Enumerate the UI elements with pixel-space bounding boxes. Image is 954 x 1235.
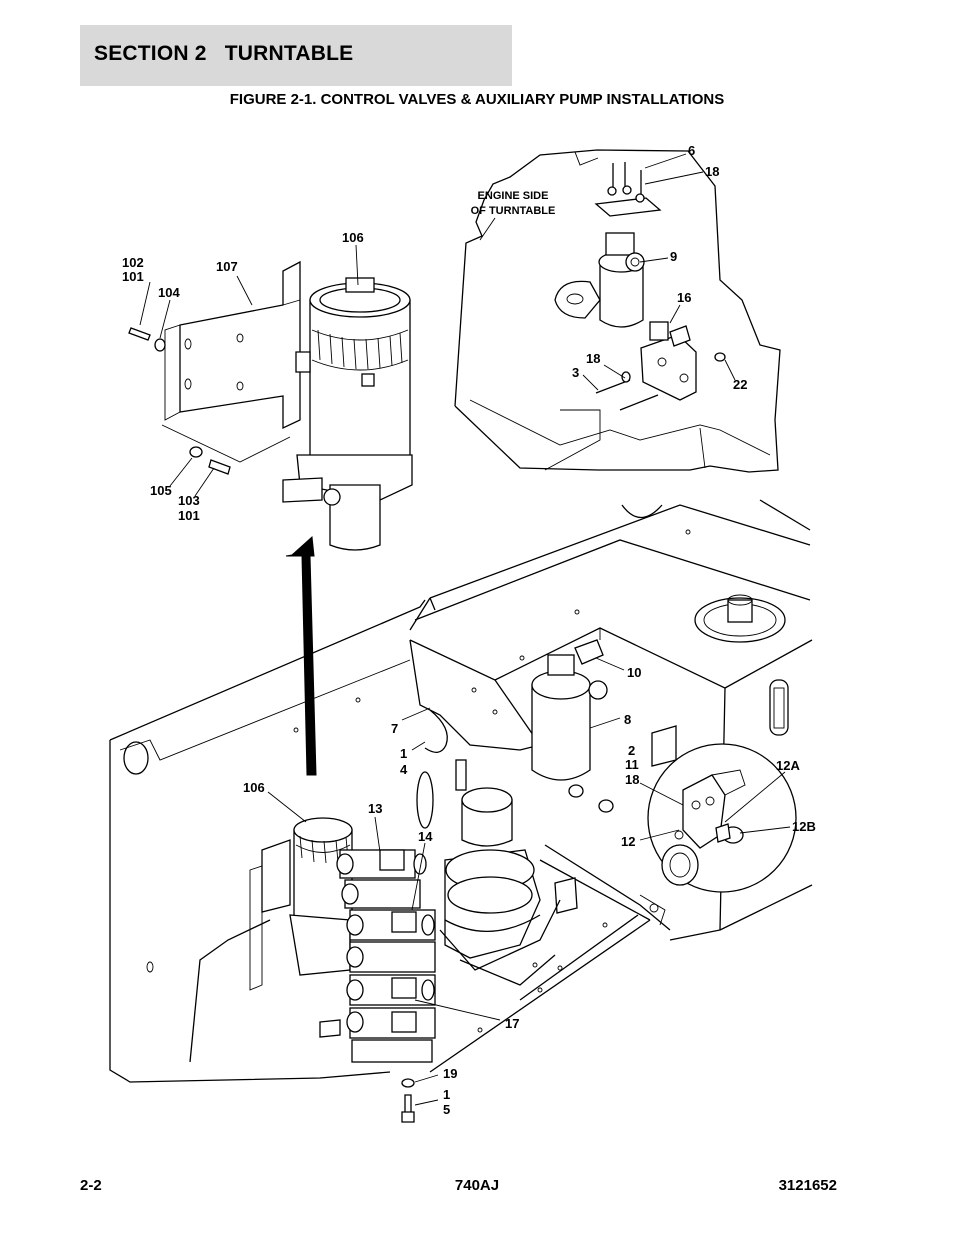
callout-22: 22 <box>733 377 747 392</box>
main-leaders <box>267 657 791 1106</box>
callout-18: 18 <box>705 164 719 179</box>
callout-10: 10 <box>627 665 641 680</box>
callout-6: 6 <box>688 143 695 158</box>
footer-model: 740AJ <box>454 1177 500 1194</box>
callout-4: 4 <box>400 762 408 777</box>
callout-101: 101 <box>122 269 144 284</box>
callout-101: 101 <box>178 508 200 523</box>
callout-2: 2 <box>628 743 635 758</box>
callout-5: 5 <box>443 1102 450 1117</box>
section-header-bar: SECTION 2 TURNTABLE <box>80 25 512 86</box>
turntable-main-view <box>109 499 813 1123</box>
callout-107: 107 <box>216 259 238 274</box>
callout-102: 102 <box>122 255 144 270</box>
callout-106: 106 <box>342 230 364 245</box>
callout-9: 9 <box>670 249 677 264</box>
callout-19: 19 <box>443 1066 457 1081</box>
callout-18: 18 <box>625 772 639 787</box>
callout-1: 1 <box>400 746 407 761</box>
footer-page-number: 2-2 <box>80 1177 102 1194</box>
engine-side-inset <box>454 149 781 473</box>
callout-103: 103 <box>178 493 200 508</box>
callout-17: 17 <box>505 1016 519 1031</box>
callout-18: 18 <box>586 351 600 366</box>
callout-14: 14 <box>418 829 433 844</box>
engine-side-note-line1: ENGINE SIDE <box>478 190 549 202</box>
callout-11: 11 <box>625 757 639 772</box>
assembly-arrow <box>285 535 317 776</box>
inset-leaders <box>479 153 736 391</box>
auxiliary-pump-assembly <box>128 260 413 551</box>
section-title: SECTION 2 TURNTABLE <box>94 42 354 65</box>
callout-12a: 12A <box>776 758 800 773</box>
callout-12: 12 <box>621 834 635 849</box>
callout-7: 7 <box>391 721 398 736</box>
callout-106: 106 <box>243 780 265 795</box>
pump-leaders <box>139 244 359 497</box>
callout-16: 16 <box>677 290 691 305</box>
figure-title: FIGURE 2-1. CONTROL VALVES & AUXILIARY P… <box>229 91 725 108</box>
footer-doc-number: 3121652 <box>778 1177 837 1194</box>
callout-1: 1 <box>443 1087 450 1102</box>
callout-3: 3 <box>572 365 579 380</box>
engine-side-note-line2: OF TURNTABLE <box>471 205 556 217</box>
callout-105: 105 <box>150 483 172 498</box>
callout-13: 13 <box>368 801 382 816</box>
callout-104: 104 <box>158 285 180 300</box>
callout-8: 8 <box>624 712 631 727</box>
callout-12b: 12B <box>792 819 816 834</box>
